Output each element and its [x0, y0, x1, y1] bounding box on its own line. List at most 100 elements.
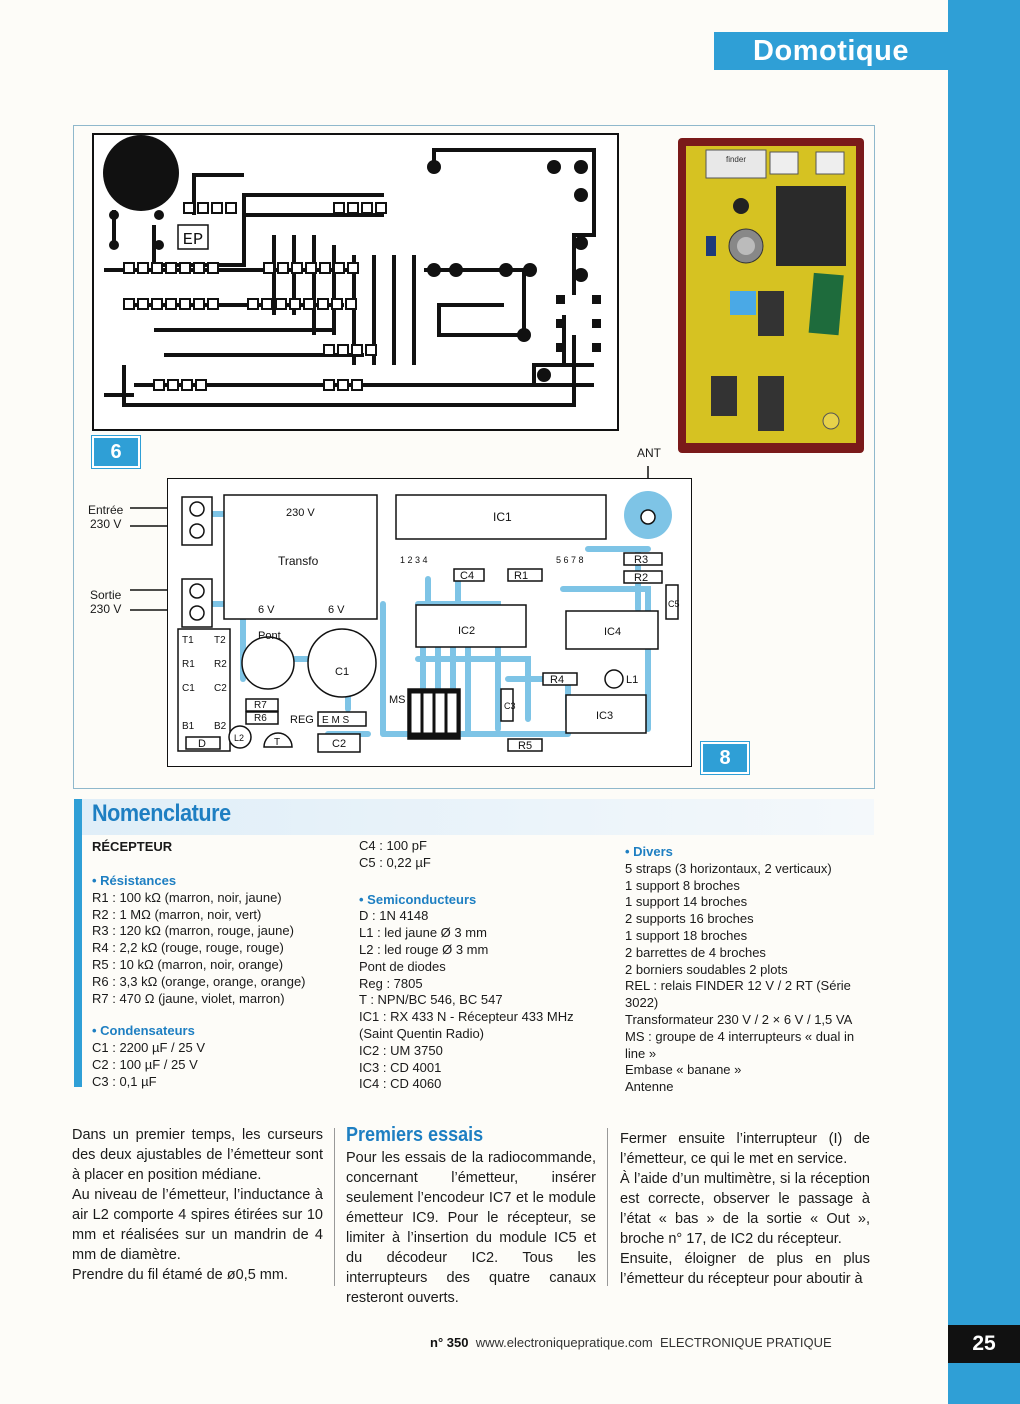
label-reg: REG — [290, 714, 314, 726]
divers-heading: • Divers — [625, 844, 673, 859]
condensateurs-heading: • Condensateurs — [92, 1023, 195, 1039]
list-item: D : 1N 4148 — [359, 908, 429, 924]
section-title: Premiers essais — [346, 1124, 484, 1146]
label-relay-c2: C2 — [214, 683, 227, 694]
label-c2: C2 — [332, 738, 346, 750]
list-item: C4 : 100 pF — [359, 838, 427, 853]
figure-6-badge: 6 — [92, 436, 140, 468]
label-entree-voltage: 230 V — [90, 517, 122, 531]
label-relay-r1: R1 — [182, 659, 195, 670]
label-c3: C3 — [504, 701, 516, 711]
pcb-layout: EP — [92, 133, 619, 431]
list-item: R7 : 470 Ω (jaune, violet, marron) — [92, 990, 285, 1006]
article-col-3: Fermer ensuite l’interrupteur (I) de l’é… — [620, 1131, 870, 1287]
list-item: 1 support 18 broches — [625, 927, 748, 943]
label-r3: R3 — [634, 554, 648, 566]
list-item: IC3 : CD 4001 — [359, 1059, 442, 1075]
label-6v-b: 6 V — [328, 604, 345, 616]
nomenclature-col-1: • Résistances R1 : 100 kΩ (marron, noir,… — [92, 873, 306, 1091]
pcb-mark-text: EP — [183, 231, 203, 250]
label-ms-switch-3: 3 — [437, 709, 442, 719]
section-banner: Domotique — [714, 32, 948, 70]
list-item: C2 : 100 µF / 25 V — [92, 1056, 198, 1072]
column-divider — [334, 1128, 335, 1286]
nomenclature-header-band — [74, 799, 874, 835]
label-c4: C4 — [460, 570, 474, 582]
label-ms-switch-2: 2 — [425, 709, 430, 719]
label-ic1: IC1 — [493, 510, 512, 524]
label-ic1-pins-right: 5 6 7 8 — [556, 555, 584, 565]
nomenclature-accent-bar — [74, 799, 82, 1087]
board-photo-pcb: finder — [686, 146, 856, 443]
label-r2: R2 — [634, 572, 648, 584]
resistances-heading: • Résistances — [92, 873, 177, 888]
list-item: IC1 : RX 433 N - Récepteur 433 MHz — [359, 1009, 574, 1025]
label-r4: R4 — [550, 674, 564, 686]
label-r7: R7 — [254, 700, 267, 711]
label-relay-b2: B2 — [214, 721, 227, 732]
list-item: Transformateur 230 V / 2 × 6 V / 1,5 VA — [625, 1011, 853, 1027]
page-footer: n° 350 www.electroniquepratique.com ELEC… — [430, 1335, 832, 1350]
label-l2: L2 — [234, 733, 244, 743]
list-item: Embase « banane » — [625, 1062, 742, 1078]
relay-brand: finder — [726, 155, 746, 164]
list-item: Antenne — [625, 1079, 674, 1095]
board-photo-svg: finder — [705, 149, 846, 431]
list-item: R4 : 2,2 kΩ (rouge, rouge, rouge) — [92, 940, 284, 956]
nomenclature-col-3: • Divers 5 straps (3 horizontaux, 2 vert… — [625, 844, 854, 1096]
list-item: Reg : 7805 — [359, 975, 423, 991]
label-sortie: Sortie — [90, 588, 122, 602]
label-r1: R1 — [514, 570, 528, 582]
list-item: R5 : 10 kΩ (marron, noir, orange) — [92, 956, 284, 972]
label-230v: 230 V — [286, 507, 315, 519]
label-ms-switch-1: 1 — [413, 709, 418, 719]
list-item: (Saint Quentin Radio) — [359, 1025, 485, 1041]
label-ic2: IC2 — [458, 625, 475, 637]
label-c1: C1 — [335, 666, 349, 678]
list-item: 2 supports 16 broches — [625, 911, 754, 927]
list-item: R1 : 100 kΩ (marron, noir, jaune) — [92, 889, 282, 905]
label-ms-switch-4: 4 — [449, 709, 454, 719]
list-item: MS : groupe de 4 interrupteurs « dual in — [625, 1028, 855, 1044]
label-l1: L1 — [626, 674, 638, 686]
list-item: 2 borniers soudables 2 plots — [625, 961, 788, 977]
list-item: line » — [625, 1045, 657, 1061]
list-item: Pont de diodes — [359, 958, 446, 974]
page-number: 25 — [948, 1325, 1020, 1363]
nomenclature-subtitle: RÉCEPTEUR — [92, 839, 173, 854]
label-d: D — [198, 738, 206, 750]
label-antenna: ANT — [637, 446, 661, 460]
label-ms: MS — [389, 694, 406, 706]
label-pont: Pont — [258, 630, 281, 642]
column-divider — [607, 1128, 608, 1286]
label-sortie-voltage: 230 V — [90, 602, 122, 616]
label-ic1-pins-left: 1 2 3 4 — [400, 555, 428, 565]
figure-8-badge: 8 — [701, 742, 749, 774]
list-item: R6 : 3,3 kΩ (orange, orange, orange) — [92, 973, 306, 989]
nomenclature-title: Nomenclature — [92, 800, 231, 827]
article-col-2: Pour les essais de la radiocommande, con… — [346, 1150, 596, 1306]
issue-number: n° 350 — [430, 1335, 469, 1350]
label-6v-a: 6 V — [258, 604, 275, 616]
label-relay-t2: T2 — [214, 635, 226, 646]
list-item: R2 : 1 MΩ (marron, noir, vert) — [92, 906, 262, 922]
label-r6: R6 — [254, 713, 267, 724]
website-url: www.electroniquepratique.com — [475, 1335, 653, 1350]
list-item: L2 : led rouge Ø 3 mm — [359, 941, 489, 957]
list-item: L1 : led jaune Ø 3 mm — [359, 925, 487, 941]
pcb-pad-large — [103, 135, 179, 211]
list-item: R3 : 120 kΩ (marron, rouge, jaune) — [92, 923, 294, 939]
list-item: 1 support 8 broches — [625, 877, 740, 893]
label-transfo: Transfo — [278, 554, 319, 568]
label-entree: Entrée — [88, 503, 124, 517]
list-item: 3022) — [625, 995, 659, 1011]
label-c5: C5 — [668, 599, 680, 609]
list-item: C1 : 2200 µF / 25 V — [92, 1040, 205, 1056]
label-ic4: IC4 — [604, 626, 621, 638]
article-col-1: Dans un premier temps, les curseurs des … — [72, 1127, 323, 1283]
semiconducteurs-heading: • Semiconducteurs — [359, 891, 477, 907]
list-item: IC2 : UM 3750 — [359, 1042, 443, 1058]
label-t: T — [274, 737, 280, 748]
list-item: 2 barrettes de 4 broches — [625, 944, 766, 960]
label-relay-b1: B1 — [182, 721, 195, 732]
